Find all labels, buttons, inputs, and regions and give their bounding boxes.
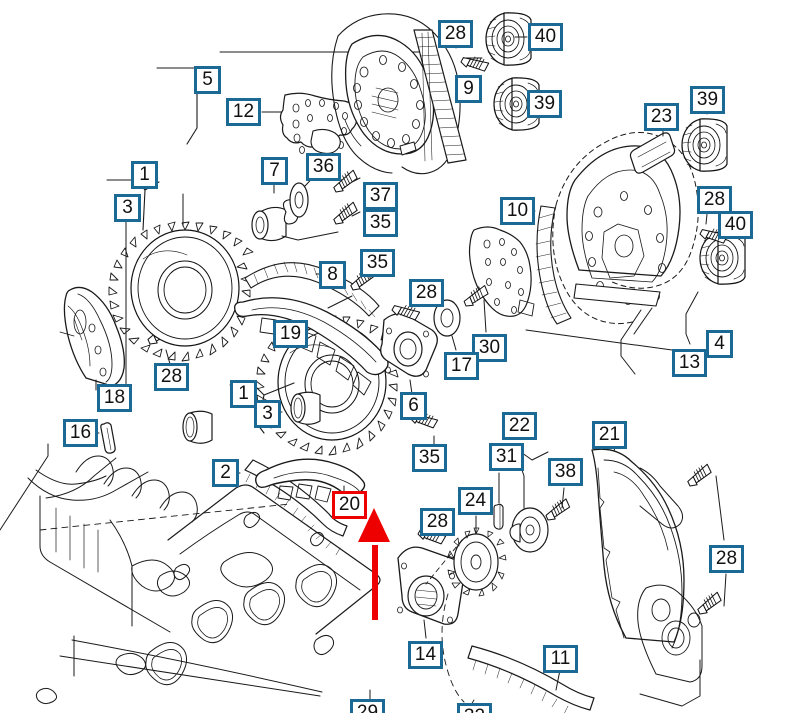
part-callout-28[interactable]: 28	[697, 186, 732, 214]
part-callout-28[interactable]: 28	[420, 508, 455, 536]
part-callout-28[interactable]: 28	[154, 363, 189, 391]
part-callout-label: 28	[415, 281, 438, 303]
part-callout-31[interactable]: 31	[489, 443, 524, 471]
part-callout-label: 2	[220, 461, 231, 483]
part-callout-32[interactable]: 32	[457, 703, 492, 713]
part-callout-label: 5	[202, 68, 213, 90]
part-callout-28[interactable]: 28	[438, 20, 473, 48]
part-callout-label: 29	[356, 701, 379, 713]
part-callout-label: 22	[508, 414, 531, 436]
part-callout-40[interactable]: 40	[528, 23, 563, 51]
part-callout-label: 28	[426, 510, 449, 532]
part-callout-label: 1	[238, 382, 249, 404]
part-callout-2[interactable]: 2	[212, 459, 239, 487]
part-callout-label: 32	[464, 707, 485, 713]
part-callout-label: 35	[366, 251, 389, 273]
part-callout-label: 4	[714, 332, 725, 354]
part-callout-29[interactable]: 29	[350, 699, 385, 713]
part-callout-38[interactable]: 38	[548, 458, 583, 486]
part-callout-label: 8	[327, 263, 338, 285]
part-callout-35[interactable]: 35	[363, 209, 398, 237]
part-callout-10[interactable]: 10	[500, 197, 535, 225]
part-callout-8[interactable]: 8	[319, 261, 346, 289]
part-callout-35[interactable]: 35	[412, 444, 447, 472]
part-callout-13[interactable]: 13	[672, 349, 707, 377]
part-callout-label: 6	[408, 394, 419, 416]
part-callout-1[interactable]: 1	[230, 380, 257, 408]
part-callout-label: 1	[139, 163, 150, 185]
part-callout-20[interactable]: 20	[332, 491, 367, 519]
part-callout-3[interactable]: 3	[254, 400, 281, 428]
part-callout-label: 39	[533, 92, 556, 114]
part-callout-label: 20	[338, 493, 361, 515]
part-callout-24[interactable]: 24	[458, 487, 493, 515]
part-callout-21[interactable]: 21	[592, 421, 627, 449]
part-callout-label: 14	[414, 643, 437, 665]
part-callout-label: 28	[444, 22, 467, 44]
part-callout-label: 40	[534, 25, 557, 47]
part-callout-28[interactable]: 28	[709, 545, 744, 573]
part-callout-5[interactable]: 5	[194, 66, 221, 94]
part-callout-label: 28	[703, 188, 726, 210]
part-callout-label: 36	[312, 155, 335, 177]
part-callout-18[interactable]: 18	[97, 384, 132, 412]
part-callout-label: 13	[678, 351, 701, 373]
part-callout-label: 30	[478, 336, 501, 358]
part-callout-19[interactable]: 19	[273, 320, 308, 348]
part-callout-1[interactable]: 1	[131, 161, 158, 189]
part-callout-label: 17	[450, 354, 473, 376]
part-callout-9[interactable]: 9	[455, 75, 482, 103]
part-callout-4[interactable]: 4	[706, 330, 733, 358]
part-callout-39[interactable]: 39	[527, 90, 562, 118]
part-callout-label: 28	[715, 547, 738, 569]
part-callout-36[interactable]: 36	[306, 153, 341, 181]
part-callout-12[interactable]: 12	[226, 98, 261, 126]
part-callout-label: 3	[262, 402, 273, 424]
part-callout-label: 24	[464, 489, 487, 511]
part-callout-7[interactable]: 7	[261, 157, 288, 185]
part-callout-label: 35	[369, 211, 392, 233]
part-callout-label: 7	[269, 159, 280, 181]
part-callout-label: 9	[463, 77, 474, 99]
part-callout-label: 18	[103, 386, 126, 408]
part-callout-35[interactable]: 35	[360, 249, 395, 277]
part-callout-label: 16	[69, 421, 92, 443]
part-callout-label: 28	[160, 365, 183, 387]
part-callout-37[interactable]: 37	[363, 182, 398, 210]
part-callout-17[interactable]: 17	[444, 352, 479, 380]
part-callout-28[interactable]: 28	[409, 279, 444, 307]
part-callout-label: 39	[696, 88, 719, 110]
part-callout-6[interactable]: 6	[400, 392, 427, 420]
part-callout-label: 31	[495, 445, 518, 467]
part-callout-14[interactable]: 14	[408, 641, 443, 669]
part-callout-30[interactable]: 30	[472, 334, 507, 362]
part-callout-label: 12	[232, 100, 255, 122]
part-callout-label: 10	[506, 199, 529, 221]
part-callout-16[interactable]: 16	[63, 419, 98, 447]
part-callout-label: 23	[650, 105, 673, 127]
part-callout-40[interactable]: 40	[718, 211, 753, 239]
part-callout-label: 37	[369, 184, 392, 206]
red-pointer-arrow	[358, 508, 390, 620]
part-callout-3[interactable]: 3	[114, 194, 141, 222]
part-callout-22[interactable]: 22	[502, 412, 537, 440]
part-callout-39[interactable]: 39	[690, 86, 725, 114]
part-callout-label: 3	[122, 196, 133, 218]
part-callout-label: 40	[724, 213, 747, 235]
part-callout-label: 11	[550, 647, 571, 669]
part-callout-11[interactable]: 11	[543, 645, 578, 673]
part-callout-23[interactable]: 23	[644, 103, 679, 131]
part-callout-label: 19	[279, 322, 302, 344]
part-callout-label: 21	[598, 423, 621, 445]
part-callout-label: 38	[554, 460, 577, 482]
part-callout-label: 35	[418, 446, 441, 468]
